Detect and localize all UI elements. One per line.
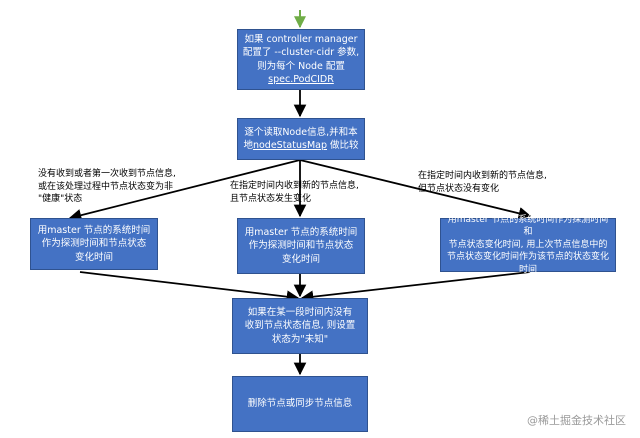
node-right-line4: 时间 <box>518 264 537 275</box>
edge-label-left: 没有收到或者第一次收到节点信息, 或在该处理过程中节点状态变为非 "健康"状态 <box>38 168 176 206</box>
node-read-line2-link: nodeStatusMap <box>252 140 327 151</box>
arrow-left-to-unknown <box>79 271 300 303</box>
node-left-line1: 用master 节点的系统时间 <box>37 225 151 237</box>
node-unknown-line1: 如果在某一段时间内没有 <box>247 307 353 319</box>
edge-label-middle-line2: 且节点状态发生变化 <box>230 193 312 204</box>
edge-label-middle-line1: 在指定时间内收到新的节点信息, <box>230 181 359 191</box>
node-left-line3: 变化时间 <box>74 251 113 263</box>
edge-label-right-line1: 在指定时间内收到新的节点信息, <box>418 171 547 181</box>
node-middle: 用master 节点的系统时间 作为探测时间和节点状态 变化时间 <box>237 218 365 274</box>
node-start-line2: 配置了 --cluster-cidr 参数, <box>242 47 360 59</box>
node-unknown: 如果在某一段时间内没有 收到节点状态信息, 则设置 状态为"未知" <box>232 298 368 354</box>
node-start-line3: 则为每个 Node 配置 <box>257 60 345 72</box>
node-start-line4: spec.PodCIDR <box>268 73 334 85</box>
node-middle-line2: 作为探测时间和节点状态 <box>248 240 354 252</box>
node-read-line2-post: 做比较 <box>327 140 359 151</box>
arrow-read-to-left <box>68 159 301 222</box>
node-left-line2: 作为探测时间和节点状态 <box>41 238 147 250</box>
edge-label-left-line1: 没有收到或者第一次收到节点信息, <box>38 169 176 179</box>
node-middle-line1: 用master 节点的系统时间 <box>244 227 358 239</box>
edge-label-right-line2: 但节点状态没有变化 <box>418 183 500 194</box>
edge-label-left-line2: 或在该处理过程中节点状态变为非 <box>38 181 174 192</box>
node-read-line2-pre: 地 <box>243 140 253 151</box>
node-start: 如果 controller manager 配置了 --cluster-cidr… <box>237 29 365 90</box>
node-left: 用master 节点的系统时间 作为探测时间和节点状态 变化时间 <box>30 218 158 270</box>
edge-label-right: 在指定时间内收到新的节点信息, 但节点状态没有变化 <box>418 170 547 195</box>
node-read: 逐个读取Node信息,并和本 地nodeStatusMap 做比较 <box>237 118 365 160</box>
edge-label-left-line3: "健康"状态 <box>38 194 83 205</box>
node-read-line1: 逐个读取Node信息,并和本 <box>244 126 358 138</box>
watermark: @稀土掘金技术社区 <box>527 414 626 427</box>
node-right-line1: 用master 节点的系统时间作为探测时间和 <box>447 214 609 238</box>
node-unknown-line2: 收到节点状态信息, 则设置 <box>244 320 356 332</box>
arrow-right-to-unknown <box>300 271 531 303</box>
node-right-line3: 节点状态变化时间作为该节点的状态变化 <box>446 252 609 263</box>
node-unknown-line3: 状态为"未知" <box>271 333 329 345</box>
node-delete: 删除节点或同步节点信息 <box>232 376 368 432</box>
edge-label-middle: 在指定时间内收到新的节点信息, 且节点状态发生变化 <box>230 180 359 205</box>
node-start-line1: 如果 controller manager <box>244 34 358 46</box>
node-right-line2: 节点状态变化时间, 用上次节点信息中的 <box>448 239 608 250</box>
node-read-line2: 地nodeStatusMap 做比较 <box>243 139 358 152</box>
arrow-read-to-right <box>299 159 532 220</box>
node-delete-line1: 删除节点或同步节点信息 <box>247 398 353 410</box>
node-right: 用master 节点的系统时间作为探测时间和 节点状态变化时间, 用上次节点信息… <box>440 215 616 275</box>
node-middle-line3: 变化时间 <box>281 253 320 265</box>
